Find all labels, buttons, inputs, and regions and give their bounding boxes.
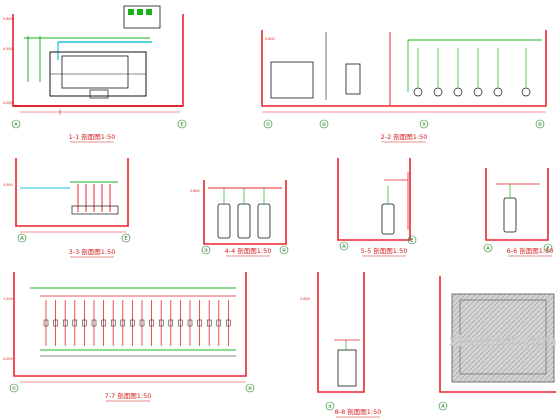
grid-axis-label: ① <box>266 122 271 128</box>
level-mark: 1.200 <box>3 297 13 301</box>
valve-symbol <box>158 319 164 327</box>
valve-symbol <box>82 319 87 327</box>
valve-symbol <box>62 319 68 327</box>
section-caption: 3-3 剖面图1:50 <box>69 247 116 256</box>
grid-bubble <box>177 119 187 129</box>
grid-axis-label: A <box>342 244 346 250</box>
grid-axis-label: ④ <box>282 248 287 254</box>
valve-symbol <box>178 319 183 327</box>
grid-axis-label: A <box>14 122 18 128</box>
section-6-6: A E 6-6 剖面图1:50 <box>483 168 554 257</box>
grid-axis-label: ⑤ <box>422 122 426 128</box>
grid-axis-label: A <box>486 246 490 252</box>
grid-axis-label: ④ <box>322 122 327 128</box>
level-mark: 5.600 <box>3 17 13 21</box>
section-caption: 1-1 剖面图1:50 <box>69 132 116 141</box>
section-caption: 4-4 剖面图1:50 <box>225 246 272 255</box>
valve-symbol <box>110 319 116 327</box>
valve-symbol <box>216 319 222 327</box>
section-4-4: 2.800 ③ ④ 4-4 剖面图1:50 <box>190 180 289 257</box>
section-2-2: 5.600 ① ④ ⑤ ⑥ 2-2 剖面图1:50 <box>261 30 547 143</box>
valve-symbol <box>43 319 49 327</box>
valve-symbol <box>130 319 135 327</box>
grid-axis-label: E <box>546 246 549 252</box>
level-mark: 5.600 <box>265 37 275 41</box>
valve-symbol <box>139 319 145 327</box>
watermark: zhulong.com <box>449 332 556 350</box>
grid-axis-label: E <box>180 122 183 128</box>
section-caption: 5-5 剖面图1:50 <box>361 246 408 255</box>
grid-axis-label: A <box>20 236 24 242</box>
level-mark: 4.500 <box>3 47 13 51</box>
level-mark: 0.000 <box>3 101 13 105</box>
grid-axis-label: A <box>441 404 445 410</box>
valve-symbol <box>206 319 212 327</box>
level-mark: 2.800 <box>190 189 200 193</box>
grid-axis-label: ① <box>12 386 17 392</box>
valve-symbol <box>187 319 193 327</box>
section-5-5: A E 5-5 剖面图1:50 <box>337 158 417 257</box>
section-caption: 8-8 剖面图1:50 <box>335 407 382 416</box>
valve-symbol <box>226 319 231 327</box>
section-caption: 6-6 剖面图1:50 <box>507 246 554 255</box>
valve-symbol <box>120 319 126 327</box>
grid-axis-label: E <box>124 236 127 242</box>
grid-axis-label: ③ <box>204 248 208 254</box>
grid-axis-label: ④ <box>248 386 253 392</box>
grid-axis-label: E <box>410 238 413 244</box>
grid-bubble <box>11 119 21 129</box>
valve-symbol <box>149 319 154 327</box>
level-mark: 3.900 <box>3 183 13 187</box>
level-mark: 0.000 <box>3 357 13 361</box>
valve-symbol <box>197 319 202 327</box>
grid-axis-label: ⑥ <box>538 122 543 128</box>
valve-symbol <box>53 319 58 327</box>
valve-symbol <box>91 319 97 327</box>
section-caption: 7-7 剖面图1:50 <box>105 391 152 400</box>
section-7-7: 1.200 0.000 ① ④ 7-7 剖面图1:50 <box>3 272 255 402</box>
section-8-8: 2.800 ③ 8-8 剖面图1:50 <box>300 272 382 418</box>
level-mark: 2.800 <box>300 297 310 301</box>
section-1-1: 5.600 4.500 0.000 A E 1-1 剖面图1:50 <box>3 5 187 143</box>
grid-axis-label: ③ <box>328 404 332 410</box>
valve-symbol <box>168 319 174 327</box>
section-caption: 2-2 剖面图1:50 <box>381 132 428 141</box>
section-9: A zhulong.com <box>438 276 557 411</box>
valve-symbol <box>72 319 78 327</box>
section-3-3: 3.900 A E 3-3 剖面图1:50 <box>3 158 131 258</box>
valve-symbol <box>101 319 106 327</box>
